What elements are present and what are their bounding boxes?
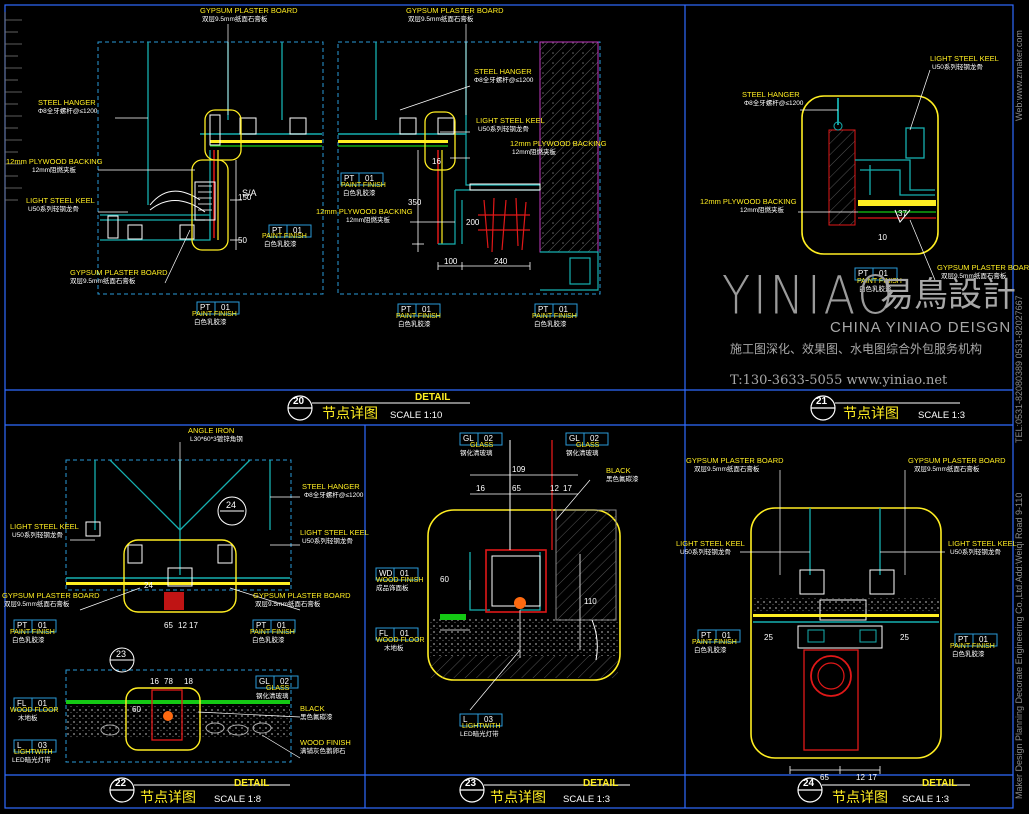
- detail-22-drawing: 24 23 65 12 17 16 78 18 60 24: [65, 459, 292, 763]
- dim-78: 78: [164, 677, 173, 686]
- dim-16: 16: [432, 157, 441, 166]
- dim-10: 10: [878, 233, 887, 242]
- dim-12b: 12: [550, 484, 559, 493]
- detail-23-drawing: 109 16 65 12 17 60 110: [427, 440, 621, 681]
- dim-100: 100: [444, 257, 458, 266]
- left-ruler: [4, 12, 22, 220]
- dim-16c: 18: [184, 677, 193, 686]
- dim-25b: 25: [900, 633, 909, 642]
- dim-50: 50: [238, 236, 247, 245]
- title-bubbles: [109, 395, 836, 803]
- dim-65c: 65: [820, 773, 829, 782]
- dim-17: 17: [189, 621, 198, 630]
- dim-60: 60: [132, 705, 141, 714]
- dim-350: 350: [408, 198, 422, 207]
- annotation-leaders: [70, 24, 945, 759]
- dim-17c: 17: [868, 773, 877, 782]
- title-underlines: [134, 402, 970, 786]
- dim-65: 65: [164, 621, 173, 630]
- sheet-frame: [4, 4, 1014, 809]
- detail-21-drawing: 10 37: [801, 95, 939, 255]
- dim-110: 110: [584, 597, 597, 606]
- detail-20-drawing: 150 50 350 200 100 240 16 S/A: [97, 41, 601, 295]
- dim-60b: 60: [440, 575, 449, 584]
- dim-16b: 16: [150, 677, 159, 686]
- dim-200: 200: [466, 218, 480, 227]
- dim-150: 150: [238, 193, 252, 202]
- dim-37: 37: [898, 209, 907, 218]
- dim-12c: 12: [856, 773, 865, 782]
- dim-240: 240: [494, 257, 508, 266]
- dim-109: 109: [512, 465, 526, 474]
- dim-65b: 65: [512, 484, 521, 493]
- dim-16d: 16: [476, 484, 485, 493]
- callout-23: 23: [116, 649, 126, 659]
- dim-25a: 25: [764, 633, 773, 642]
- dim-24a: 24: [144, 581, 153, 590]
- callout-24: 24: [226, 500, 236, 510]
- tag-boxes: [13, 172, 998, 753]
- detail-24-drawing: 25 25 65 12 17: [750, 507, 942, 782]
- dim-17b: 17: [563, 484, 572, 493]
- dim-12: 12: [178, 621, 187, 630]
- dim-sa: S/A: [242, 188, 257, 198]
